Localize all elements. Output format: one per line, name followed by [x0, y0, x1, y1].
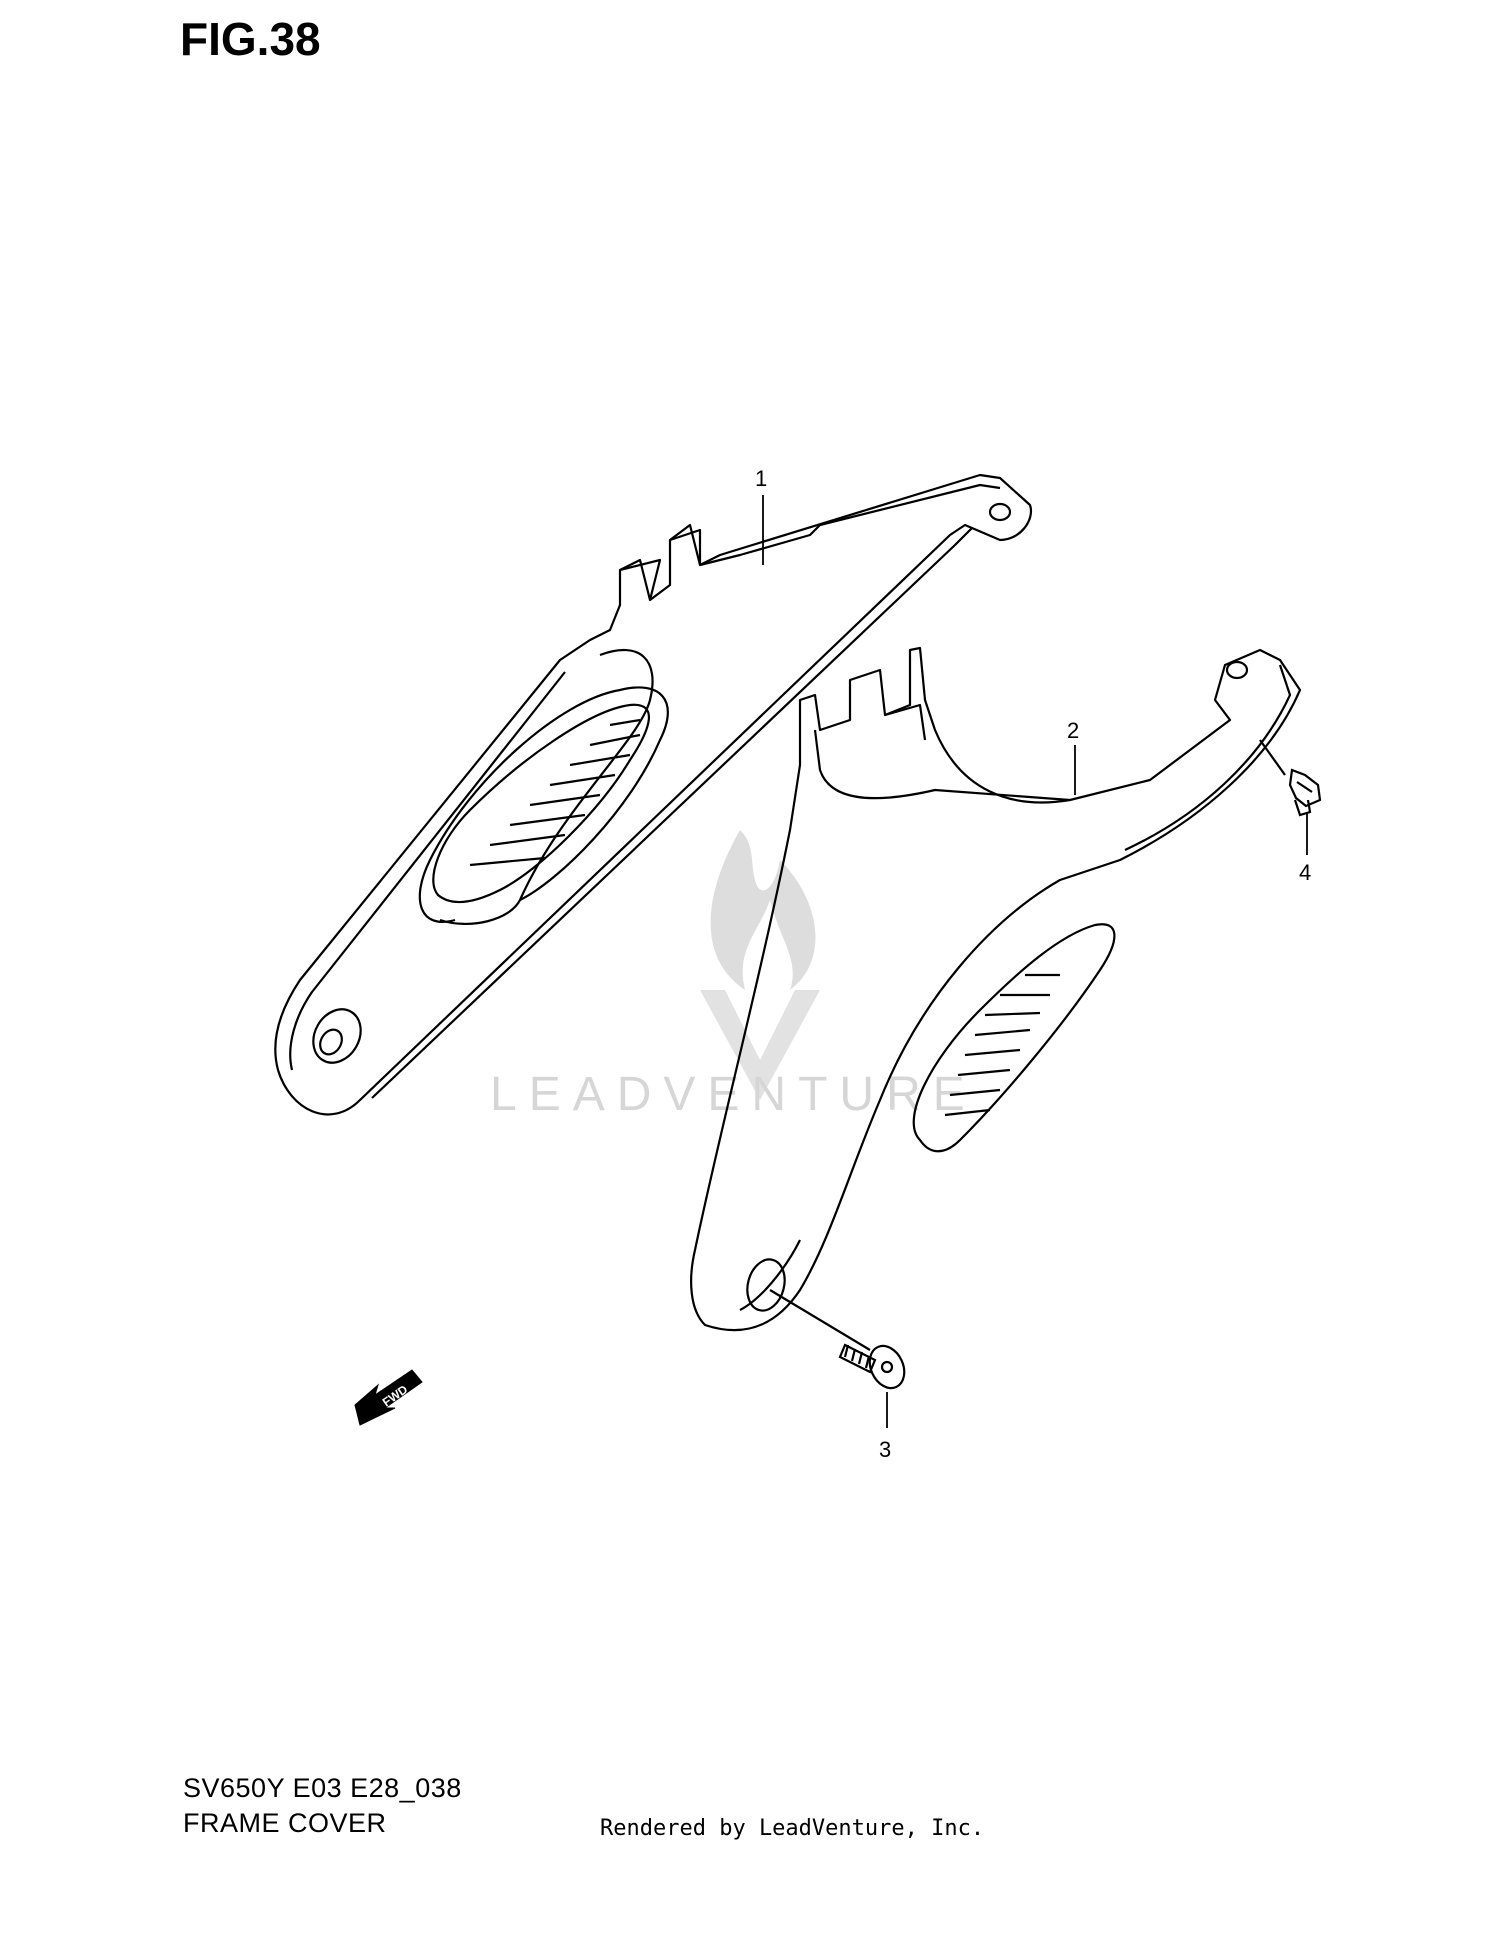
watermark-logo-icon — [710, 830, 816, 990]
part-3-screw — [769, 1289, 906, 1390]
part-1-frame-cover-left — [274, 473, 1033, 1116]
callout-leaders — [762, 495, 1308, 1428]
figure-code: SV650Y E03 E28_038 — [183, 1773, 462, 1803]
callout-1: 1 — [755, 466, 767, 491]
figure-name: FRAME COVER — [183, 1808, 387, 1838]
callout-4: 4 — [1299, 860, 1311, 885]
part-4-clip — [1259, 739, 1322, 817]
callout-2: 2 — [1067, 718, 1079, 743]
watermark-v-icon — [700, 990, 820, 1100]
fwd-direction-arrow: FWD — [354, 1369, 423, 1426]
figure-title: FIG.38 — [180, 13, 321, 65]
fwd-arrow-icon — [354, 1369, 423, 1426]
callout-3: 3 — [879, 1437, 891, 1462]
footer-credit: Rendered by LeadVenture, Inc. — [600, 1816, 985, 1841]
watermark: LEADVENTURE — [490, 830, 977, 1121]
watermark-text: LEADVENTURE — [490, 1068, 977, 1121]
part-2-frame-cover-right — [690, 646, 1302, 1332]
